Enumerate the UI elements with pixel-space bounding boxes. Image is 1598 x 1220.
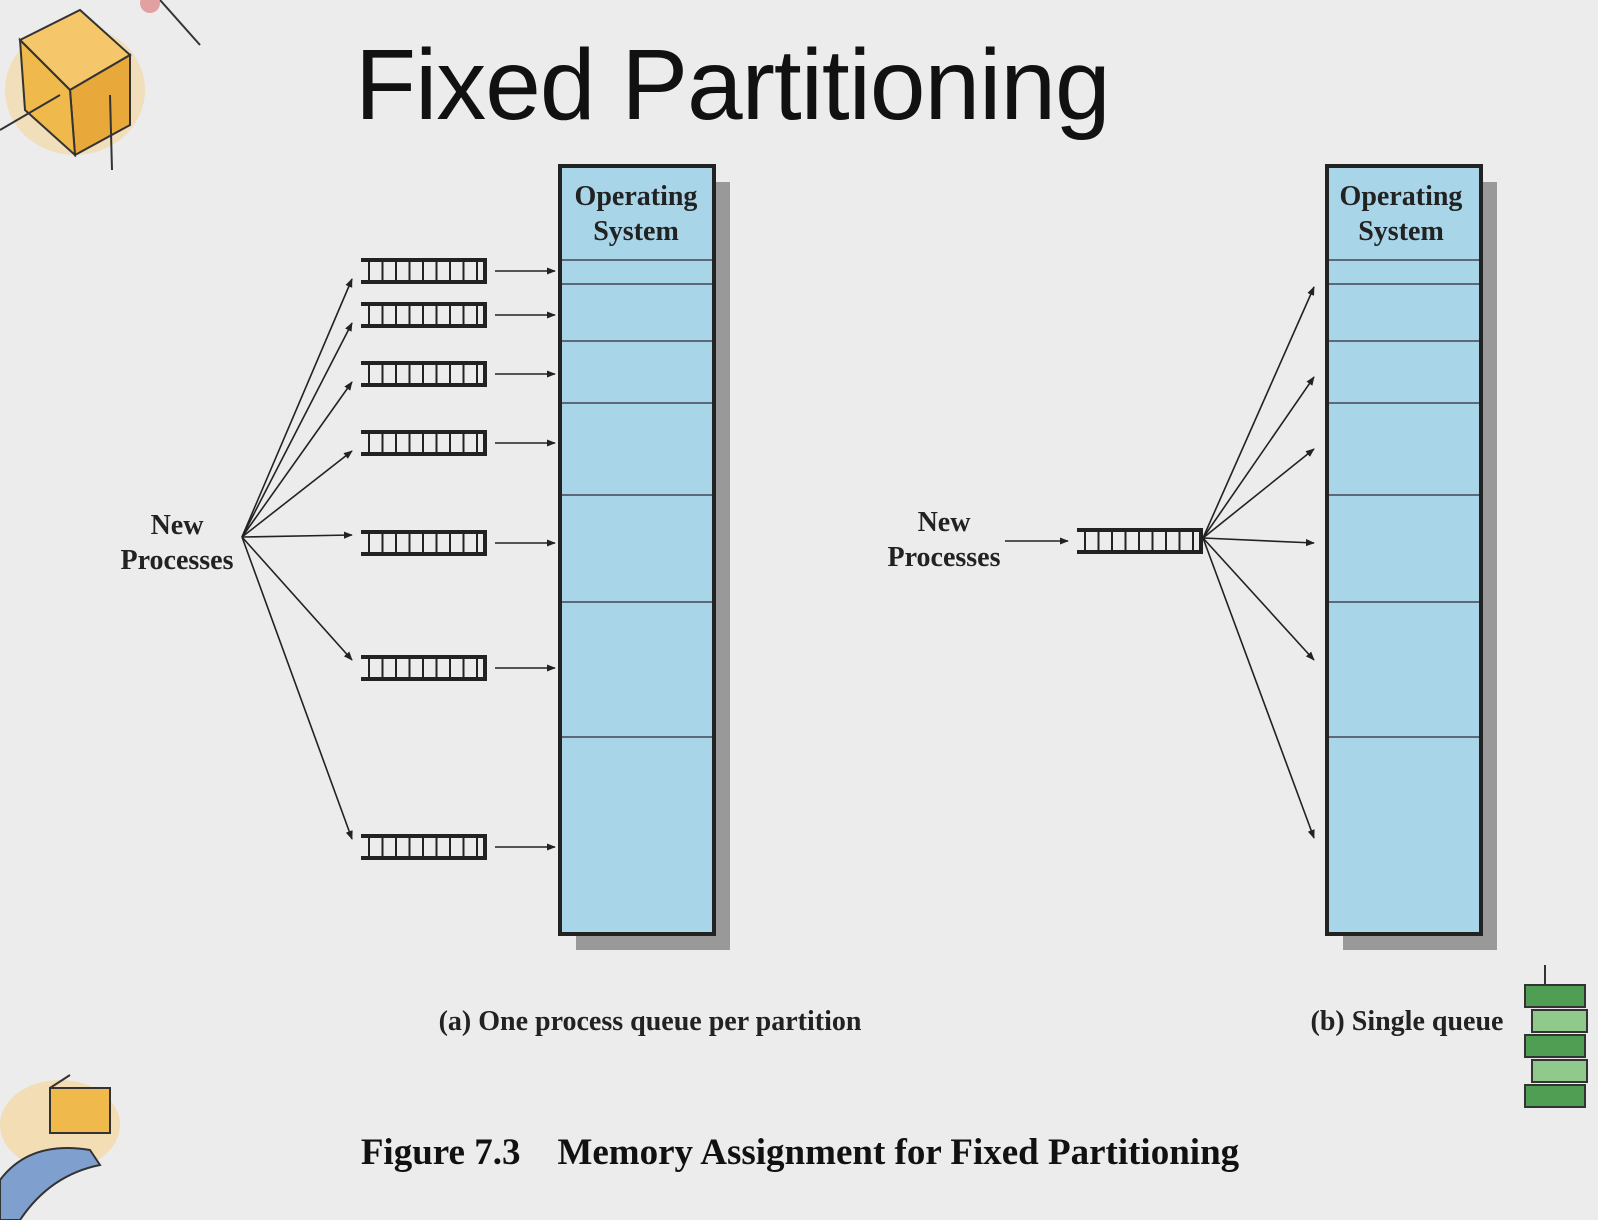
- hand-holding-box-icon: [0, 1074, 120, 1220]
- figure-caption: Figure 7.3 Memory Assignment for Fixed P…: [361, 1132, 1240, 1173]
- new-process-arrow: [241, 381, 353, 538]
- queue-to-partition-arrow: [1202, 286, 1315, 539]
- source-label-b-line1: New: [918, 507, 972, 538]
- queue-to-partition-arrow: [1202, 537, 1315, 661]
- brick-stack-icon: [1524, 965, 1588, 1108]
- queue-to-partition-arrow: [1202, 448, 1315, 539]
- os-label-a-line2: System: [593, 216, 679, 247]
- caption-b: (b) Single queue: [1311, 1006, 1504, 1037]
- page-title: Fixed Partitioning: [355, 29, 1111, 141]
- new-process-arrow: [241, 322, 353, 538]
- source-label-a-line2: Processes: [121, 545, 234, 576]
- caption-a: (a) One process queue per partition: [439, 1006, 862, 1037]
- diagram-a-memory-block: [558, 164, 716, 936]
- new-process-arrow: [241, 536, 353, 840]
- new-process-arrow: [241, 450, 353, 538]
- diagram-b-memory-block: [1325, 164, 1483, 936]
- queue-to-partition-arrow: [1202, 376, 1315, 539]
- os-label-b-line2: System: [1358, 216, 1444, 247]
- new-process-arrow: [241, 278, 353, 538]
- new-process-arrow: [241, 536, 353, 661]
- box-sketch-icon: [0, 0, 201, 171]
- queue-to-partition-arrow: [1202, 537, 1315, 547]
- os-label-a-line1: Operating: [575, 181, 698, 212]
- os-label-b-line1: Operating: [1340, 181, 1463, 212]
- source-label-a-line1: New: [151, 510, 205, 541]
- queue-to-partition-arrow: [1202, 537, 1315, 839]
- new-process-arrow: [241, 531, 353, 539]
- source-label-b-line2: Processes: [888, 542, 1001, 573]
